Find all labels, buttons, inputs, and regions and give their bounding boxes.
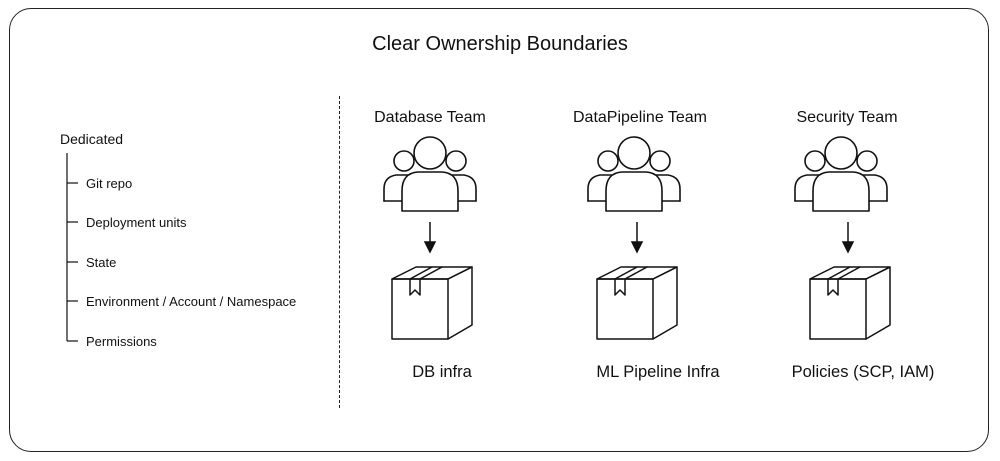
people-group-icon — [383, 136, 477, 212]
infra-label-policies: Policies (SCP, IAM) — [791, 363, 935, 381]
arrow-down-icon — [630, 241, 644, 254]
diagram-title: Clear Ownership Boundaries — [372, 33, 628, 55]
infra-label-ml-pipeline: ML Pipeline Infra — [596, 363, 720, 381]
dedicated-item-git-repo: Git repo — [86, 176, 133, 191]
dashed-divider — [339, 96, 340, 408]
team-label-database: Database Team — [374, 109, 486, 126]
arrow-down-icon — [841, 241, 855, 254]
dedicated-item-environment: Environment / Account / Namespace — [86, 294, 297, 309]
people-group-icon — [587, 136, 681, 212]
package-box-icon — [596, 266, 678, 340]
infra-label-db: DB infra — [412, 363, 472, 381]
arrow-down-icon — [423, 241, 437, 254]
dedicated-label: Dedicated — [60, 131, 124, 147]
people-group-icon — [794, 136, 888, 212]
diagram-frame — [9, 8, 989, 452]
dedicated-item-permissions: Permissions — [86, 334, 157, 349]
team-label-security: Security Team — [796, 109, 898, 126]
dedicated-item-state: State — [86, 255, 117, 270]
package-box-icon — [391, 266, 473, 340]
team-label-datapipeline: DataPipeline Team — [572, 109, 707, 126]
dedicated-item-deployment-units: Deployment units — [86, 215, 187, 230]
package-box-icon — [809, 266, 891, 340]
